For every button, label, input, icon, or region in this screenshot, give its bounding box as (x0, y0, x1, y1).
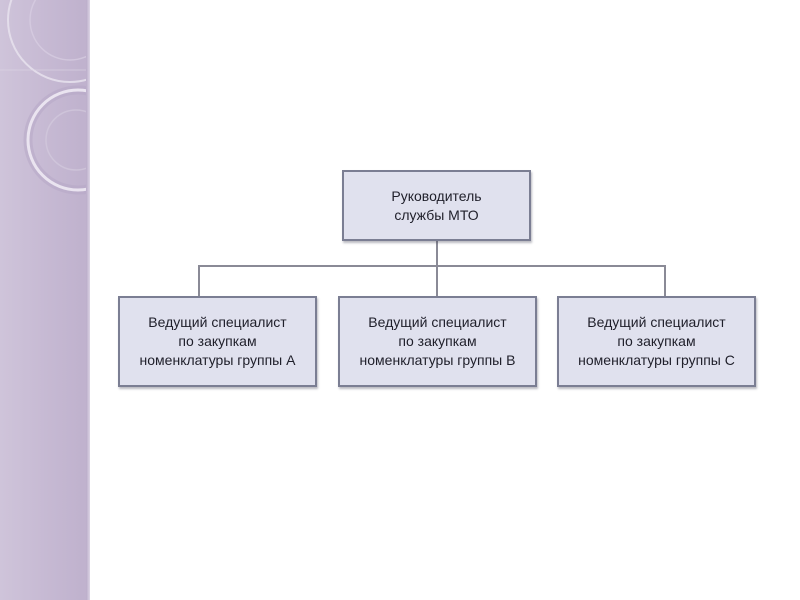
node-text-line: по закупкам (617, 333, 696, 349)
node-text-line: службы МТО (394, 206, 479, 223)
node-specialist-group-a: Ведущий специалист по закупкам номенклат… (118, 296, 317, 387)
connector-drop-group-b (436, 265, 438, 296)
node-text-line: по закупкам (178, 333, 257, 349)
node-text-line: по закупкам (398, 333, 477, 349)
node-specialist-group-b: Ведущий специалист по закупкам номенклат… (338, 296, 537, 387)
node-head-of-mto: Руководитель службы МТО (342, 170, 531, 241)
connector-drop-group-a (198, 265, 200, 296)
connector-horizontal-bus (198, 265, 666, 267)
node-text-line: номенклатуры группы В (359, 352, 516, 368)
decorative-sidebar (0, 0, 88, 600)
decorative-circles-graphic (0, 0, 88, 195)
node-text-line: Руководитель (391, 187, 482, 204)
sidebar-divider (86, 0, 90, 600)
connector-drop-group-c (664, 265, 666, 296)
node-text-line: номенклатуры группы С (578, 352, 735, 368)
node-text-line: Ведущий специалист (148, 314, 287, 330)
node-text-line: Ведущий специалист (368, 314, 507, 330)
node-text-line: номенклатуры группы А (139, 352, 296, 368)
connector-root-stem (436, 241, 438, 267)
node-specialist-group-c: Ведущий специалист по закупкам номенклат… (557, 296, 756, 387)
node-text-line: Ведущий специалист (587, 314, 726, 330)
